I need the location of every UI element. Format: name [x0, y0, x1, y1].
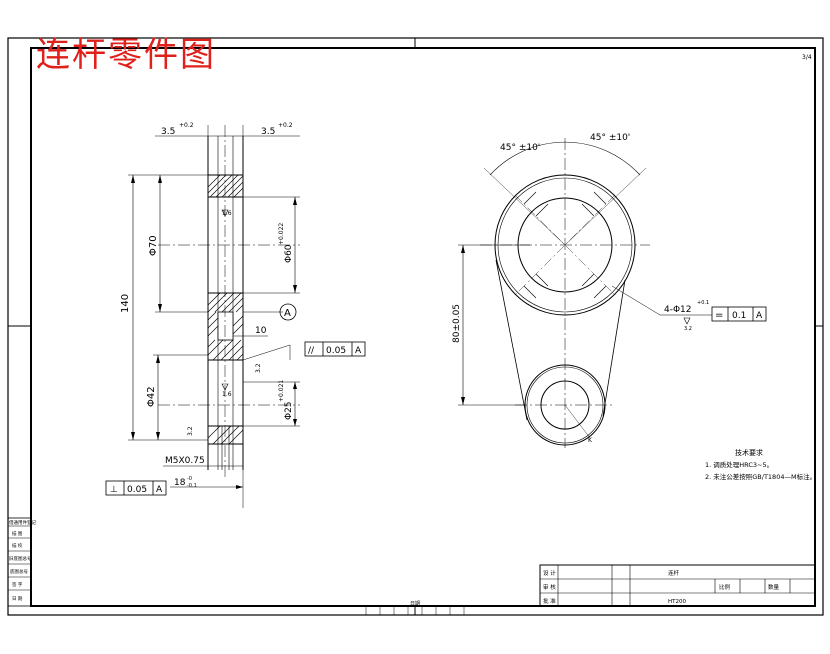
- perp-datum: A: [156, 485, 163, 495]
- tb-quantity: 数量: [768, 583, 780, 591]
- note-1: 1. 调质处理HRC3~5。: [705, 460, 773, 469]
- strip-6: 日 期: [12, 596, 23, 602]
- bottom-mark: 日期: [410, 601, 420, 607]
- strip-3: 旧底图总号: [9, 555, 32, 562]
- dim-18: 18: [174, 478, 186, 488]
- parallel-value: 0.05: [326, 346, 346, 356]
- strip-5: 签 字: [12, 581, 23, 588]
- side-strip: [7, 517, 32, 607]
- front-view: 45° ±10' 45° ±10' K 80±0.05 4-Φ12 +0.1 3…: [452, 133, 816, 481]
- tb-scale: 比例: [719, 583, 731, 591]
- hole-rough: 3.2: [684, 326, 692, 332]
- angle-left: 45° ±10': [500, 143, 540, 153]
- svg-text:K: K: [588, 437, 593, 444]
- dim-top-right: 3.5: [261, 127, 275, 137]
- center-distance: 80±0.05: [452, 304, 462, 343]
- strip-4: 底图总号: [10, 568, 28, 575]
- dim-phi25-sup: +0.021: [278, 380, 285, 402]
- side-view: 140 Φ70 Φ42 Φ60 +0.022 Φ25 +0.021 3.5: [105, 122, 366, 508]
- rough-mid: 1.6: [222, 391, 232, 398]
- perp-symbol: ⊥: [110, 485, 118, 495]
- tb-material: HT200: [668, 599, 686, 605]
- tb-design: 设 计: [543, 569, 556, 577]
- dim-phi60-sup: +0.022: [278, 223, 285, 245]
- corner-mark: 3/4: [802, 54, 812, 61]
- note-2: 2. 未注公差按照GB/T1804—M标注。: [705, 472, 816, 481]
- tb-review: 审 核: [543, 583, 556, 591]
- holes-sup: +0.1: [697, 300, 709, 306]
- rough-bot: 3.2: [187, 426, 194, 436]
- bottom-strip: [365, 605, 465, 616]
- sym-value: 0.1: [732, 311, 746, 321]
- inner-frame: [30, 47, 816, 607]
- notes-title: 技术要求: [735, 448, 763, 457]
- outer-frame: [7, 37, 824, 616]
- dim-top-right-sup: +0.2: [278, 122, 293, 129]
- tb-part-name: 连杆: [668, 569, 680, 577]
- dim-10: 10: [255, 326, 267, 336]
- datum-a: A: [284, 308, 291, 319]
- dim-phi60: Φ60: [284, 244, 294, 263]
- rough-side: 3.2: [255, 363, 262, 373]
- dim-140: 140: [120, 294, 131, 313]
- strip-2: 描 校: [12, 542, 23, 549]
- thread-label: M5X0.75: [165, 456, 205, 466]
- tb-approve: 批 准: [543, 597, 556, 605]
- dim-phi42: Φ42: [146, 386, 157, 407]
- dim-phi70: Φ70: [148, 235, 159, 256]
- drawing-title: 连杆零件图: [36, 35, 216, 75]
- dim-top-left: 3.5: [161, 127, 175, 137]
- sym-datum: A: [756, 311, 763, 321]
- perp-value: 0.05: [127, 485, 147, 495]
- parallel-datum: A: [355, 346, 362, 356]
- angle-right: 45° ±10': [590, 133, 630, 143]
- strip-0: 借通用件登记: [9, 519, 36, 526]
- rough-top: 1.6: [222, 210, 232, 217]
- parallel-symbol: //: [308, 346, 315, 356]
- sym-symbol: =: [715, 310, 723, 321]
- dim-top-left-sup: +0.2: [179, 122, 194, 129]
- strip-1: 描 图: [12, 530, 23, 537]
- dim-18-sup: -0: [187, 476, 192, 482]
- title-block: [539, 564, 816, 607]
- holes-label: 4-Φ12: [664, 305, 692, 315]
- dim-phi25: Φ25: [284, 401, 294, 420]
- dim-18-sub: -0.1: [187, 483, 197, 489]
